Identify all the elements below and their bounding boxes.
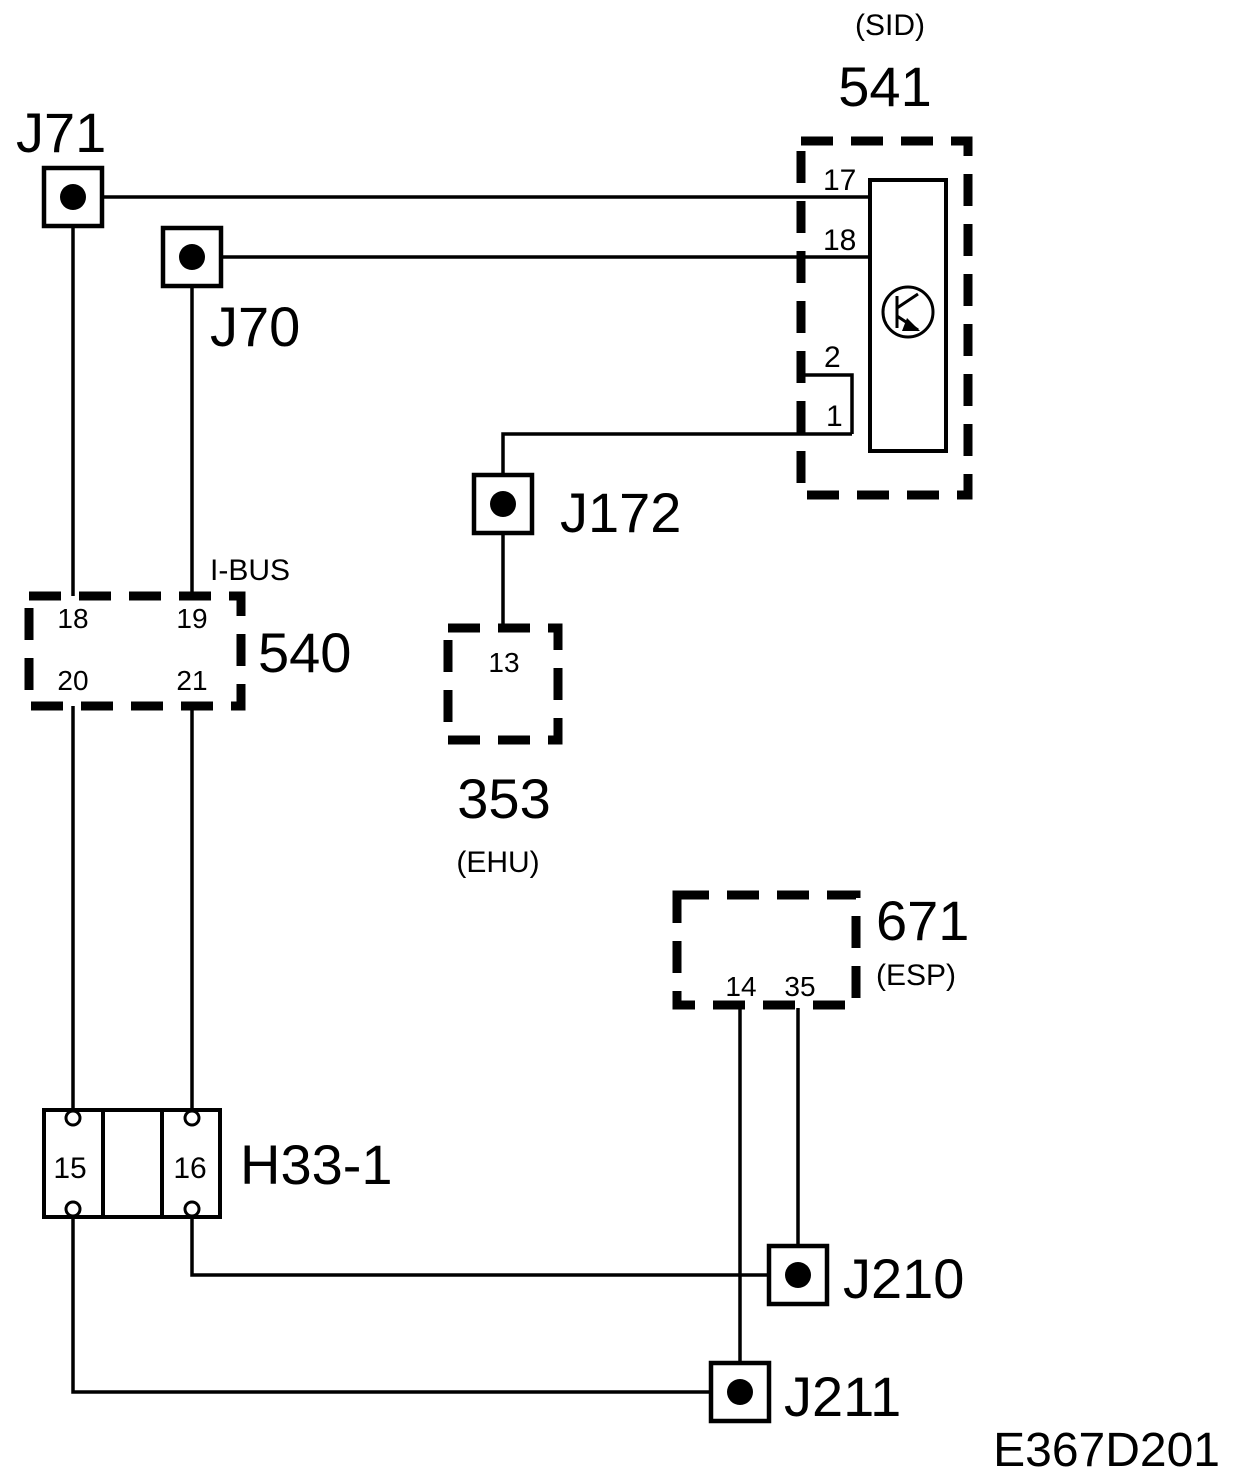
ehu-name-label: (EHU) [456, 846, 539, 879]
h33-15-bottom-terminal-icon [64, 1200, 82, 1218]
component-540: 18 19 20 21 540 I-BUS [24, 554, 351, 711]
ehu-pin-13: 13 [488, 647, 519, 678]
sid-pin-18: 18 [823, 224, 856, 257]
esp-pin-35: 35 [784, 971, 815, 1002]
sid-pin-2: 2 [824, 341, 841, 374]
figure-id: E367D201 [993, 1424, 1220, 1477]
j71-dot-icon [60, 184, 86, 210]
esp-name-label: (ESP) [876, 959, 956, 992]
wire-sid-2-stub [798, 373, 854, 434]
540-number-label: 540 [258, 621, 351, 684]
wire-h33-15-to-j211 [71, 1217, 740, 1394]
540-pin-19: 19 [176, 603, 207, 634]
sid-dashed-outline [796, 136, 973, 500]
wires [71, 195, 870, 1394]
component-353-ehu: 13 353 (EHU) [443, 623, 563, 879]
h33-body [42, 1108, 222, 1219]
junction-j71: J71 [16, 101, 106, 229]
j211-dot-icon [727, 1379, 753, 1405]
sid-pin-1: 1 [826, 400, 843, 433]
sid-module-body [868, 178, 948, 453]
wire-h33-16-to-j210 [190, 1217, 798, 1277]
j70-dot-icon [179, 244, 205, 270]
ehu-number-label: 353 [457, 767, 550, 830]
j210-label: J210 [843, 1247, 964, 1310]
junction-j211: J211 [708, 1360, 901, 1428]
j71-label: J71 [16, 101, 106, 164]
540-pin-21: 21 [176, 665, 207, 696]
esp-number-label: 671 [876, 889, 969, 952]
540-dashed-outline [24, 591, 246, 711]
sid-name-label: (SID) [855, 9, 925, 42]
esp-pin-14: 14 [725, 971, 756, 1002]
component-671-esp: 14 35 671 (ESP) [672, 889, 969, 1010]
h33-pin-15: 15 [53, 1152, 86, 1185]
j172-dot-icon [490, 491, 516, 517]
transistor-symbol-icon [881, 285, 935, 339]
junction-j172: J172 [471, 472, 681, 544]
h33-number-label: H33-1 [240, 1133, 393, 1196]
junction-j210: J210 [766, 1243, 964, 1310]
i-bus-label: I-BUS [210, 554, 290, 587]
j211-label: J211 [784, 1365, 901, 1428]
transistor-arrow-icon [902, 318, 920, 331]
540-pin-18: 18 [57, 603, 88, 634]
j172-label: J172 [560, 481, 681, 544]
h33-15-top-terminal-icon [64, 1109, 82, 1127]
esp-dashed-outline [672, 890, 861, 1010]
component-541-sid: 17 18 2 1 541 (SID) [796, 9, 973, 500]
j210-dot-icon [785, 1262, 811, 1288]
h33-16-bottom-terminal-icon [183, 1200, 201, 1218]
junction-j70: J70 [160, 225, 300, 358]
540-pin-20: 20 [57, 665, 88, 696]
j70-label: J70 [210, 295, 300, 358]
sid-pin-17: 17 [823, 164, 856, 197]
h33-pin-16: 16 [173, 1152, 206, 1185]
sid-number-label: 541 [838, 55, 931, 118]
ehu-dashed-outline [443, 623, 563, 745]
connector-h33-1: 15 16 H33-1 [42, 1108, 393, 1219]
h33-16-top-terminal-icon [183, 1109, 201, 1127]
